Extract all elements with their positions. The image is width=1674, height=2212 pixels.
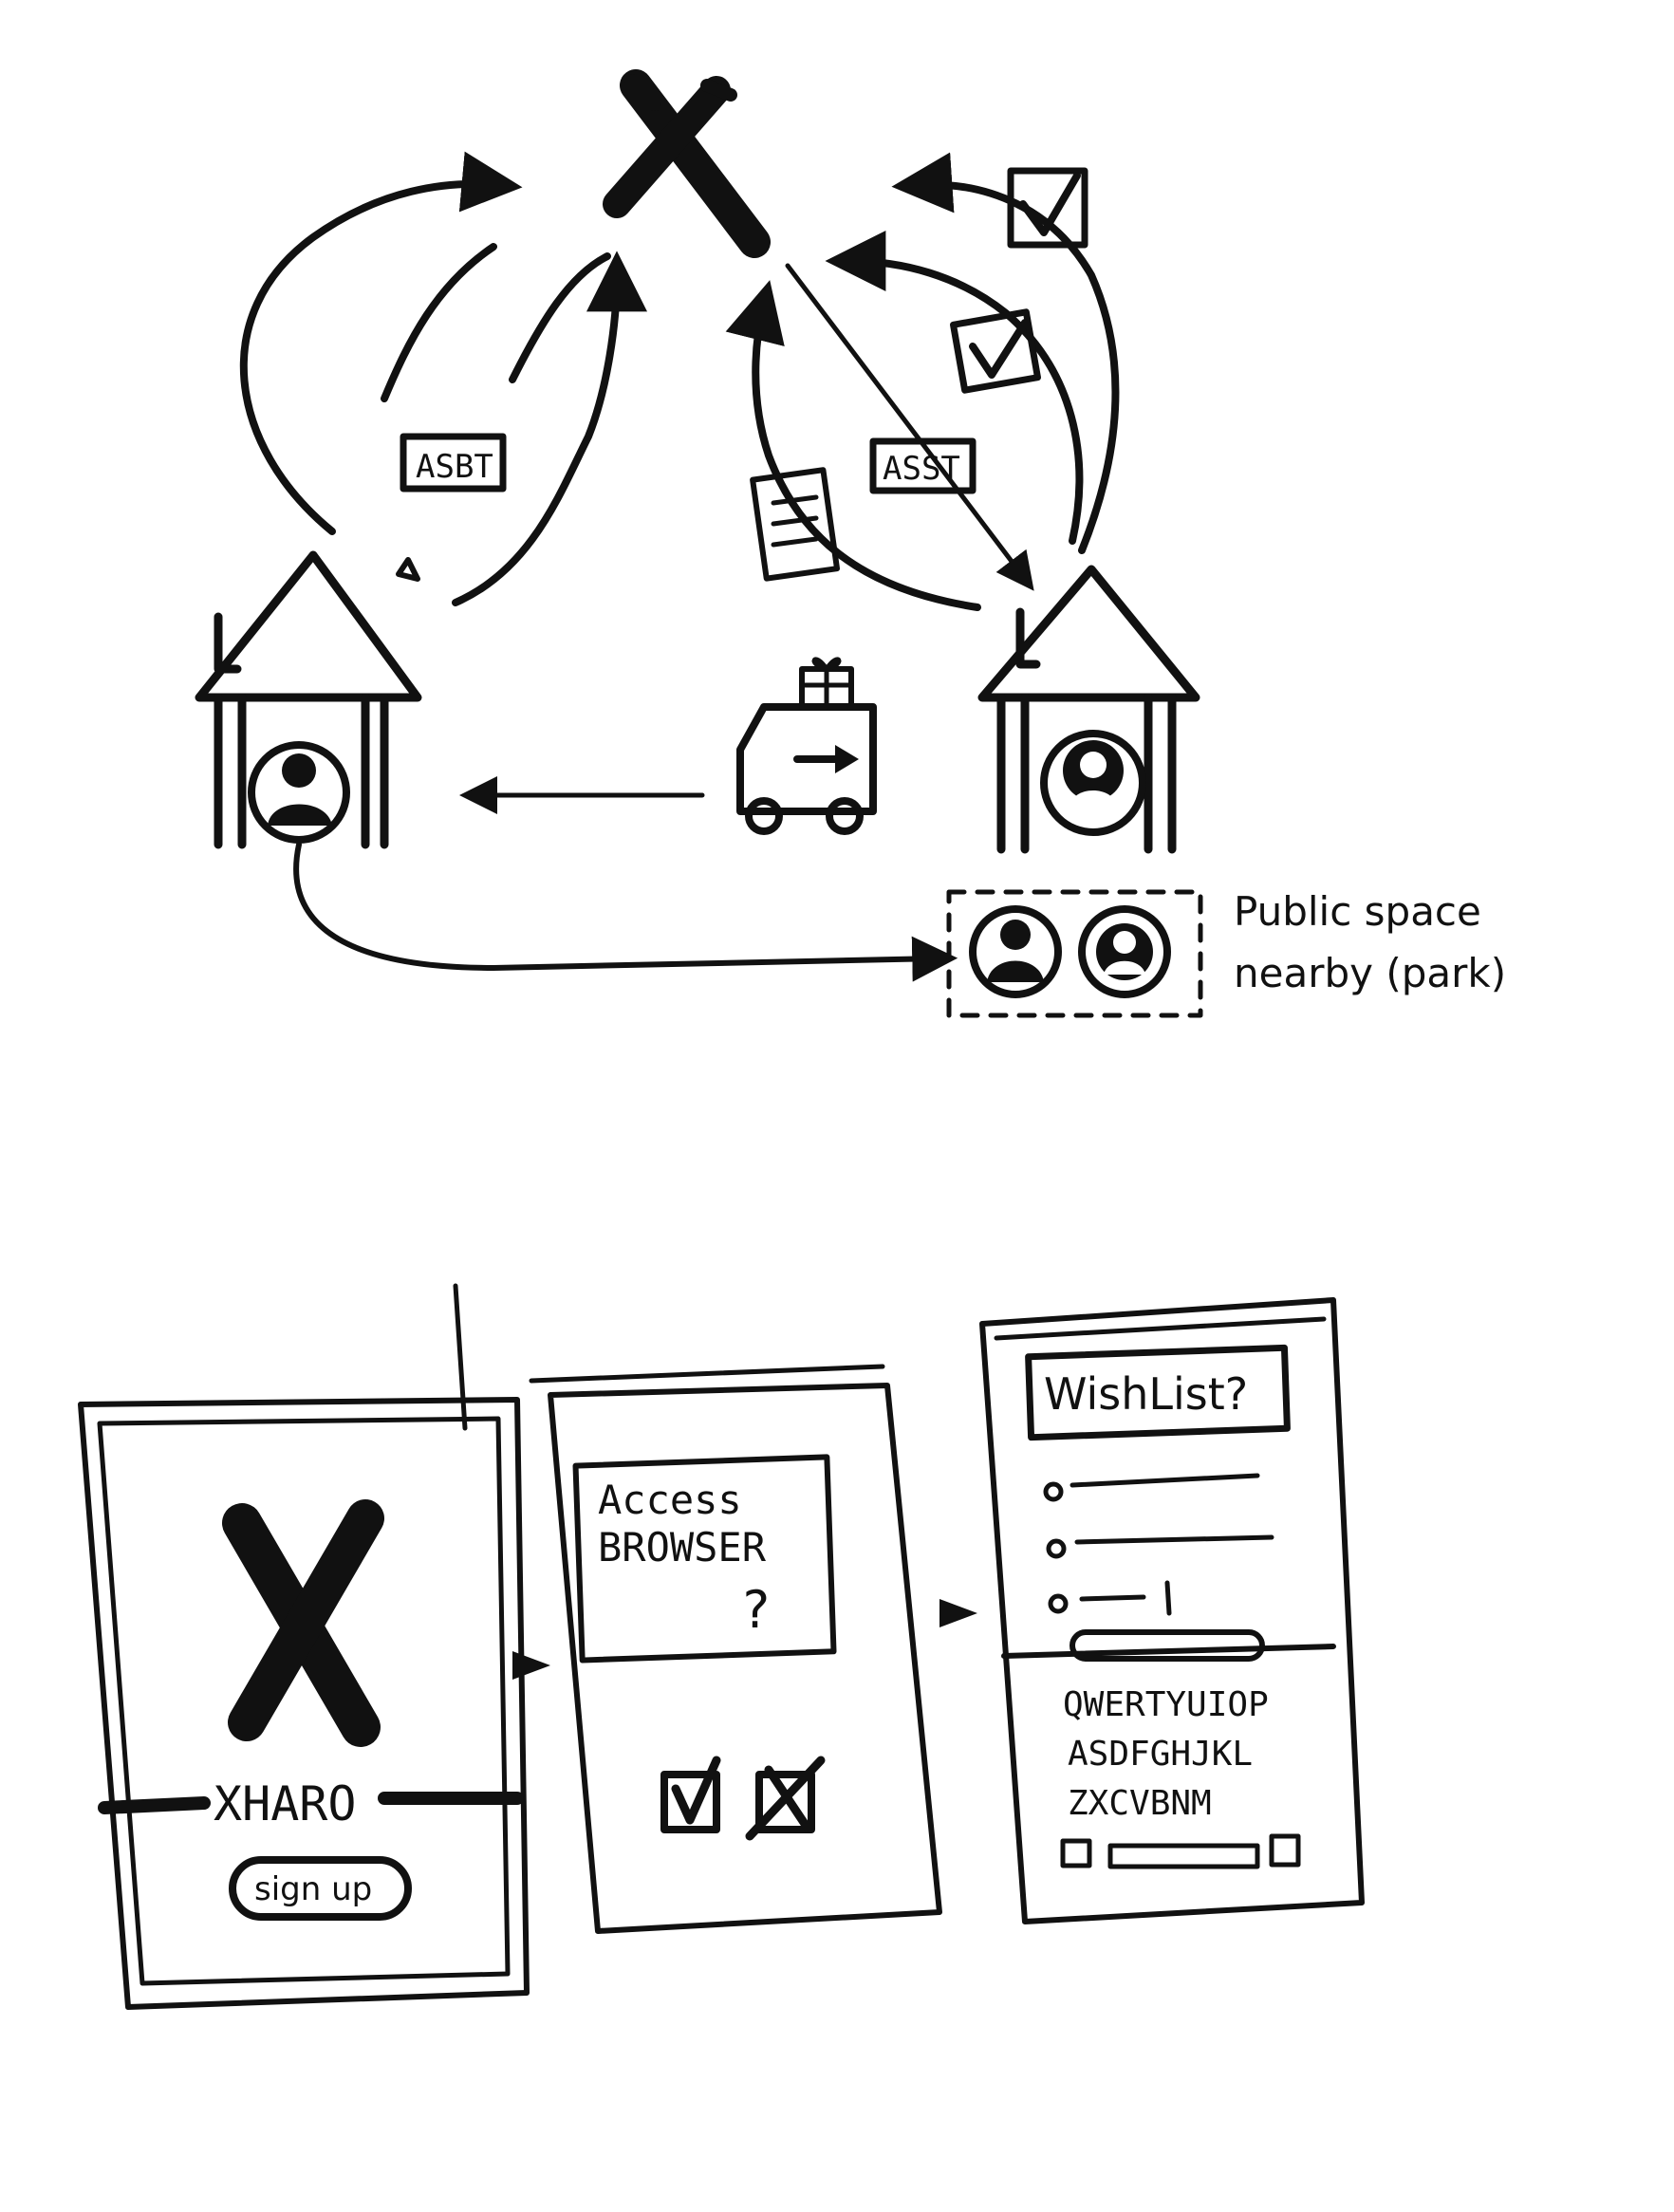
wishlist-title: WishList? [1044,1368,1248,1420]
permission-screen-frame [529,1364,942,1934]
left-house-icon [195,550,422,849]
wishlist-screen-frame [979,1297,1365,1924]
permission-prompt-mark: ? [740,1580,772,1640]
wishlist-divider [1001,1644,1336,1659]
permission-prompt-line2: BROWSER [598,1524,767,1571]
checked-box-icon-upper [1007,167,1088,249]
keyboard-suggestion-bar[interactable] [1070,1629,1265,1662]
person-avatar-icon-park-2 [1078,905,1171,998]
gift-box-icon [799,657,854,710]
person-avatar-icon-right [1040,730,1146,836]
signup-button[interactable]: sign up [229,1856,412,1921]
keyboard-key-right[interactable] [1269,1833,1301,1868]
list-item[interactable] [1046,1534,1274,1559]
keyboard-spacebar[interactable] [1107,1843,1260,1869]
list-item[interactable] [1043,1473,1260,1502]
public-space-annotation-line2: nearby (park) [1234,950,1506,996]
left-flow-label: ASBT [400,433,507,493]
splash-app-name: XHARO [214,1776,357,1831]
wishlist-items [1043,1473,1274,1616]
next-arrow-icon-1 [512,1651,550,1680]
right-house-icon [977,565,1200,854]
left-flow-arrows [239,151,647,606]
xharo-logo-icon [603,69,771,258]
keyboard-key-left[interactable] [1060,1838,1092,1868]
splash-logo-icon [222,1499,384,1747]
signup-button-label: sign up [254,1870,372,1908]
next-arrow-icon-2 [939,1599,977,1627]
left-flow-label-text: ASBT [416,448,493,486]
right-flow-label-text: ASST [883,450,960,488]
permission-dialog: Access BROWSER ? [572,1454,837,1664]
list-document-icon [750,467,841,582]
permission-prompt-line1: Access [598,1477,742,1523]
deny-checkbox[interactable] [745,1756,826,1841]
delivery-van-icon [736,703,877,835]
keyboard-row-1: QWERTYUIOP [1063,1685,1269,1724]
keyboard-row-3: ZXCVBNM [1068,1784,1212,1823]
meetup-arrow [293,842,958,982]
checked-box-icon-lower [950,308,1041,394]
allow-checkbox[interactable] [660,1756,721,1833]
list-item[interactable] [1048,1580,1172,1616]
wishlist-title-box: WishList? [1025,1344,1291,1441]
right-flow-label: ASST [869,437,976,494]
onscreen-keyboard[interactable]: QWERTYUIOP ASDFGHJKL ZXCVBNM [1060,1685,1301,1869]
public-space-annotation-line1: Public space [1234,888,1481,935]
keyboard-row-2: ASDFGHJKL [1068,1735,1253,1774]
public-space-box [946,889,1203,1018]
person-avatar-icon-left [248,741,350,844]
person-avatar-icon-park-1 [969,905,1062,998]
splash-divider [98,1792,524,1814]
